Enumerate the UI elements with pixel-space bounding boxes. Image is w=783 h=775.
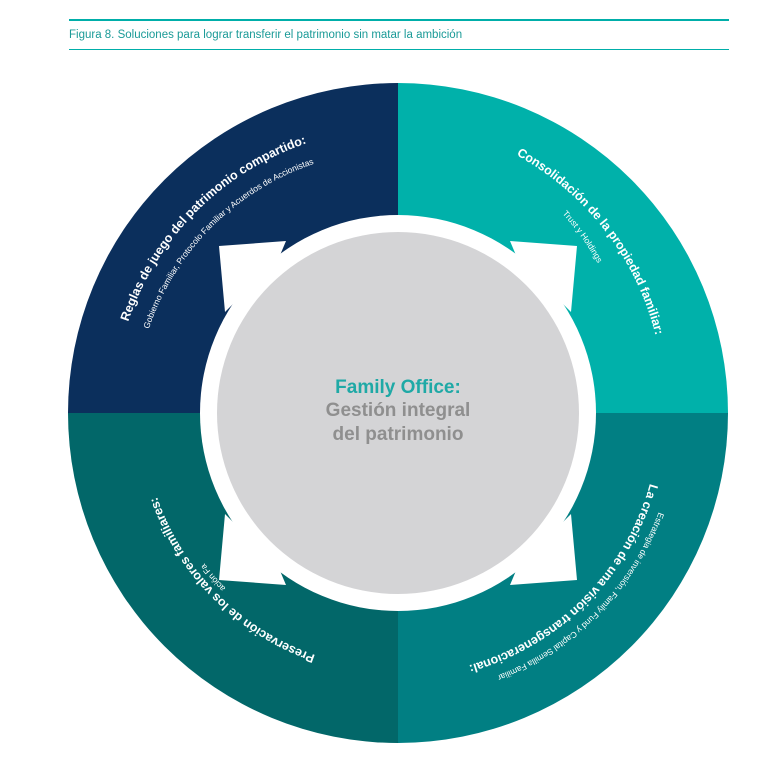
arrow-bottom-left bbox=[219, 514, 286, 585]
arrow-top-right bbox=[510, 241, 577, 312]
bottom-rule bbox=[69, 49, 729, 50]
arrow-top-left bbox=[219, 241, 286, 312]
center-line-3: del patrimonio bbox=[333, 424, 464, 445]
center-title: Family Office: bbox=[335, 377, 461, 398]
top-rule bbox=[69, 19, 729, 21]
center-disc bbox=[217, 232, 579, 594]
arrows bbox=[219, 241, 577, 585]
center-line-2: Gestión integral bbox=[326, 400, 471, 421]
figure-caption: Figura 8. Soluciones para lograr transfe… bbox=[69, 29, 463, 41]
arrow-bottom-right bbox=[510, 514, 577, 585]
